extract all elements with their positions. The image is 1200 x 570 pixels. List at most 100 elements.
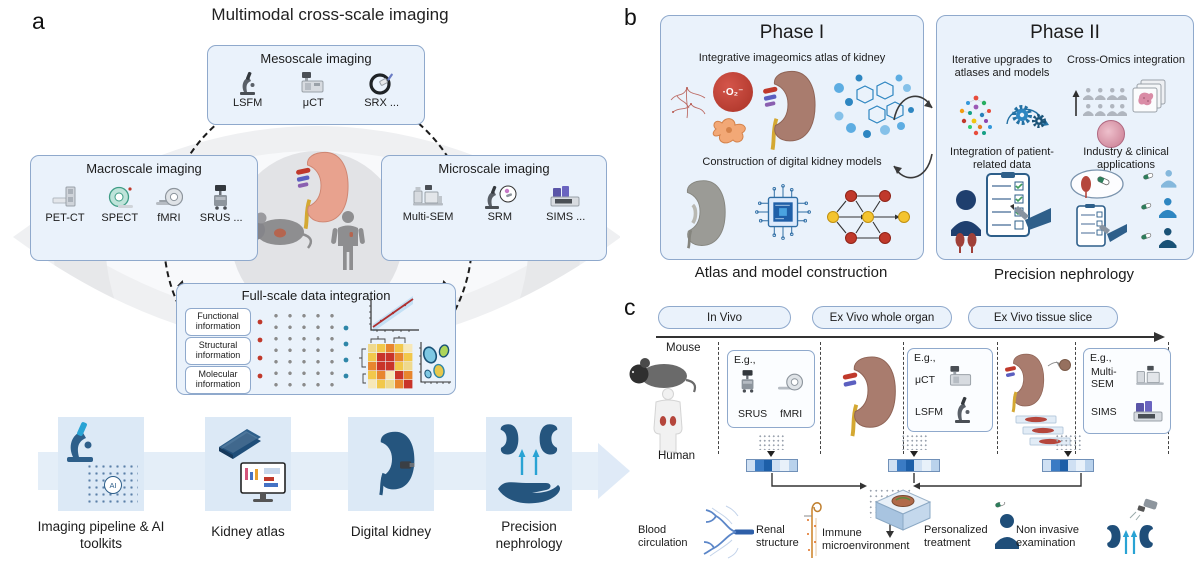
- srus-icon: [214, 185, 228, 210]
- tile-imaging-pipeline: AI: [58, 417, 144, 511]
- integration-box: Full-scale data integration Functional i…: [176, 283, 456, 395]
- phase1-box: Phase I Integrative imageomics atlas of …: [660, 15, 924, 260]
- outcome-immune-microenvironment: Immune microenvironment: [822, 527, 910, 553]
- lsfm-icon: [239, 71, 255, 95]
- petct-icon: [52, 186, 76, 207]
- non-invasive-icon: [1107, 498, 1158, 554]
- human-subject-icon: [653, 388, 683, 453]
- tile-digital-kidney: [348, 417, 434, 511]
- monitor-icon: [240, 462, 286, 502]
- atlas-cluster-icon: [959, 95, 992, 136]
- eg2-prefix: E.g.,: [914, 352, 936, 364]
- pipeline-arrow-icon: [598, 443, 630, 499]
- nn-input-dots-icon: [257, 319, 263, 379]
- industry-clinical-icon: [1070, 169, 1177, 248]
- timeline-arrowhead-icon: [1154, 332, 1165, 342]
- multisem-icon: [1136, 365, 1164, 385]
- device-srus: SRUS ...: [200, 184, 243, 224]
- phase2-q1-label: Iterative upgrades to atlases and models: [951, 54, 1053, 80]
- book-icon: [219, 429, 261, 459]
- population-icon: [1072, 88, 1127, 116]
- device-lsfm: LSFM: [233, 71, 262, 109]
- eg1-item-a: SRUS: [738, 408, 768, 420]
- gray-kidney-icon: [686, 180, 726, 249]
- phase1-top-caption: Integrative imageomics atlas of kidney: [698, 52, 886, 64]
- divider-dashed-3: [903, 342, 904, 454]
- info-chip-molecular: Molecular information: [185, 366, 251, 394]
- divider-dashed-1: [718, 342, 719, 454]
- device-label: Multi-SEM: [402, 211, 454, 223]
- vessel-network-icon: [670, 87, 706, 119]
- contour-plot-icon: [419, 342, 451, 384]
- personalized-treatment-icon: [994, 502, 1019, 549]
- microscale-box: Microscale imaging Multi-SEM SRM SIMS ..…: [381, 155, 607, 261]
- phase1-title: Phase I: [759, 22, 825, 43]
- pipeline-label-2: Digital kidney: [350, 524, 432, 539]
- nn-hidden-dots-icon: [269, 310, 339, 388]
- nn-output-dots-icon: [343, 325, 349, 379]
- pipeline-dots-1: [758, 434, 784, 450]
- mouse-label: Mouse: [666, 342, 701, 354]
- renal-structure-icon: [804, 502, 822, 558]
- spect-icon: [108, 186, 133, 208]
- uct-icon: [301, 72, 324, 93]
- info-chip-structural: Structural information: [185, 337, 251, 365]
- eg3-prefix: E.g.,: [1090, 352, 1112, 364]
- tile-precision-nephrology: [486, 417, 572, 511]
- whole-organ-kidney-icon: [842, 356, 896, 437]
- down-arrow-1-icon: [767, 451, 775, 457]
- graph-network-icon: [827, 190, 910, 244]
- divider-dashed-4: [997, 342, 998, 454]
- device-fmri: fMRI: [155, 185, 183, 224]
- down-arrow-2-icon: [910, 451, 918, 457]
- data-bar-3: [1042, 459, 1094, 472]
- tissue-slides-icon: [1132, 79, 1166, 113]
- pipeline-label-0: Imaging pipeline & AI toolkits: [37, 519, 165, 551]
- pipeline-label-1: Kidney atlas: [211, 524, 285, 539]
- convergence-connectors: [771, 473, 1082, 538]
- phase2-footer: Precision nephrology: [993, 266, 1135, 283]
- eg2-item-a: μCT: [915, 374, 936, 386]
- device-srm: SRM: [483, 184, 517, 223]
- macroscale-title: Macroscale imaging: [86, 161, 202, 176]
- divider-dashed-5: [1075, 342, 1076, 454]
- device-label: μCT: [302, 97, 324, 109]
- phase2-q4-label: Industry & clinical applications: [1083, 146, 1169, 172]
- device-label: fMRI: [157, 212, 181, 224]
- molecules-icon: [834, 74, 914, 138]
- multisem-icon: [413, 185, 444, 206]
- eg3-item-b: SIMS: [1091, 406, 1117, 418]
- tile-kidney-atlas: [205, 417, 291, 511]
- outcome-personalized-treatment: Personalized treatment: [924, 524, 988, 550]
- histology-circle-icon: [1097, 120, 1125, 148]
- panel-c-label: c: [624, 294, 636, 320]
- device-multisem: Multi-SEM: [402, 184, 454, 223]
- device-srx: SRX ...: [364, 71, 399, 109]
- eg1-prefix: E.g.,: [734, 354, 756, 366]
- outcome-renal-structure: Renal structure: [756, 524, 799, 550]
- macroscale-box: Macroscale imaging PET-CT SPECT fMRI SRU…: [30, 155, 258, 261]
- lsfm-icon: [955, 396, 970, 423]
- integration-title: Full-scale data integration: [241, 288, 391, 303]
- chip-icon: [755, 184, 811, 240]
- uct-icon: [949, 365, 972, 386]
- microscope-icon: [67, 422, 93, 462]
- patient-data-icon: [951, 172, 1051, 253]
- data-bar-1: [746, 459, 798, 472]
- human-icon: [331, 211, 365, 270]
- eg1-item-b: fMRI: [780, 408, 803, 420]
- blood-circulation-icon: [703, 505, 754, 559]
- phase1-bottom-caption: Construction of digital kidney models: [702, 156, 882, 168]
- pill-ex-vivo-organ: Ex Vivo whole organ: [812, 306, 952, 329]
- device-label: SIMS ...: [546, 211, 586, 223]
- fmri-icon: [778, 373, 804, 391]
- human-label: Human: [658, 450, 696, 462]
- srx-icon: [369, 73, 393, 95]
- kidney-icon: [296, 151, 349, 230]
- ai-badge: AI: [104, 476, 122, 494]
- device-uct: μCT: [300, 71, 326, 109]
- eg2-item-b: LSFM: [915, 406, 944, 418]
- cell-icon: [712, 118, 746, 144]
- device-label: PET-CT: [45, 212, 85, 224]
